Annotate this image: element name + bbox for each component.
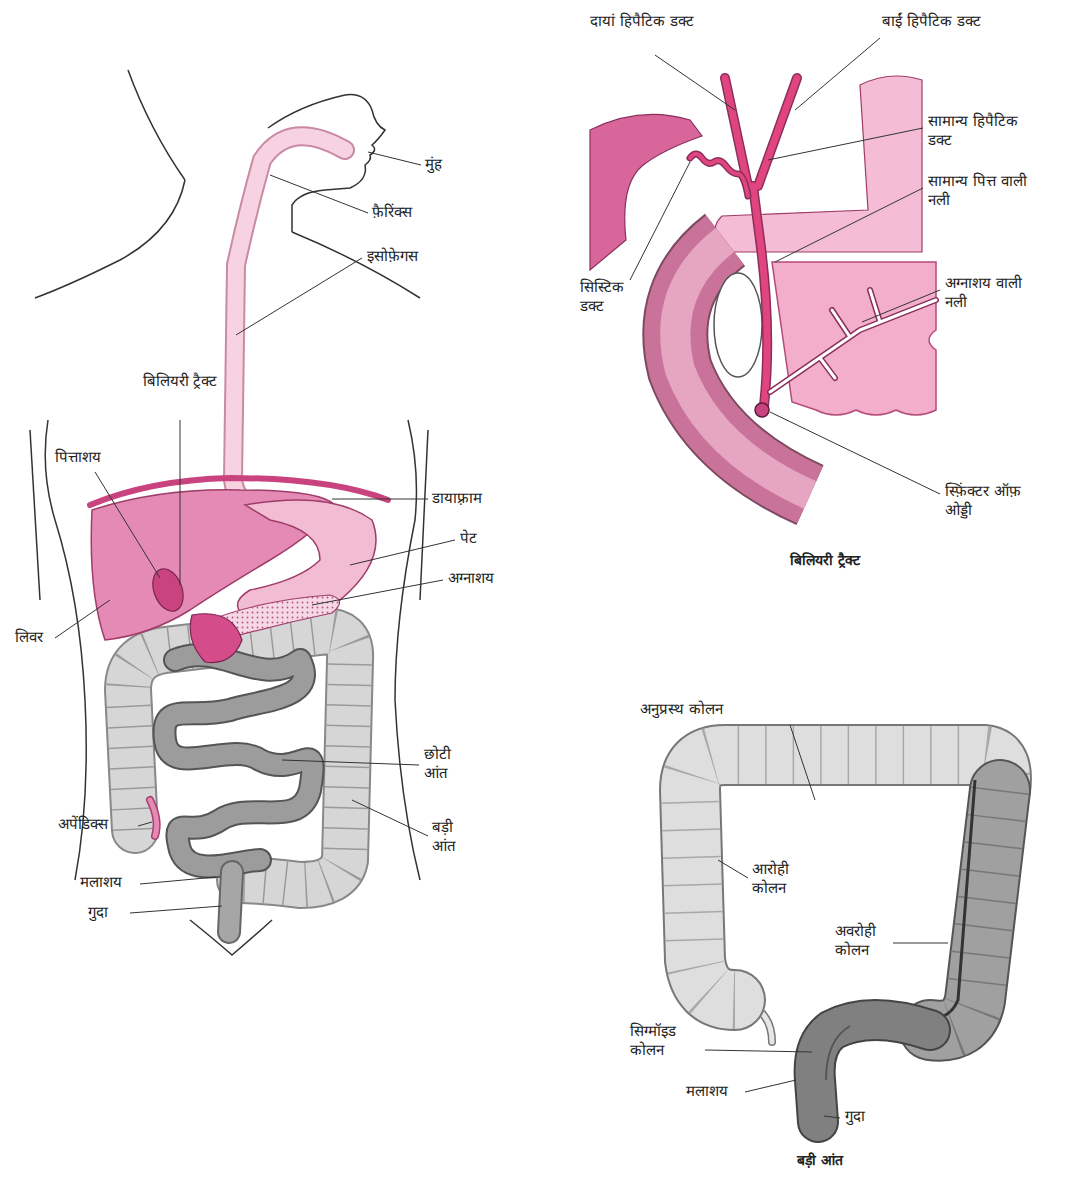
intestine-outline [164,655,312,866]
duodenum-opening [714,273,762,377]
bile-ducts [690,78,936,406]
large-intestine [690,755,1001,1122]
leader-line [270,175,368,213]
part-label: बाईं हिपैटिक डक्ट [882,12,994,31]
part-label: दायां हिपैटिक डक्ट [590,12,698,31]
leader-line [350,540,455,565]
leader-line [312,580,443,605]
leader-lines [55,38,948,1118]
appendix [150,800,157,836]
part-label: फ़ैरिंक्स [372,203,412,222]
leader-line [893,943,948,944]
part-label: इसोफ़ेगस [367,247,418,266]
hepatic-duct [725,78,797,406]
leader-line [718,860,748,878]
esophagus [233,136,345,512]
shoulder-line [292,232,420,298]
neck-line [128,70,185,180]
part-label: लिवर [15,628,43,647]
leader-line [790,725,815,800]
face-profile [268,95,385,232]
part-label: आरोही कोलन [752,860,810,898]
pancreatic-duct [770,290,936,392]
part-label: डायाफ़्राम [432,489,482,508]
part-label: बिलियरी ट्रैक्ट [138,372,222,391]
leader-line [282,760,419,765]
part-label: अनुप्रस्थ कोलन [640,700,723,719]
shoulder-line [35,180,185,298]
part-label: अपेंडिक्स [58,815,108,834]
leader-line [95,472,160,578]
leader-line [824,1116,840,1118]
diaphragm [90,478,388,505]
leader-line [332,499,428,500]
leader-line [775,188,923,262]
part-label: अग्नाशय वाली नली [945,274,1027,312]
part-label: गुदा [88,903,108,922]
leader-line [130,906,222,913]
part-label: मलाशय [686,1082,728,1101]
part-label: छोटी आंत [424,745,472,783]
leader-line [368,152,421,165]
hepatic-duct-outline [725,78,797,406]
part-label: बड़ी आंत [432,818,480,856]
leader-line [140,877,216,884]
torso-line [45,420,86,880]
biliary-tract [190,614,242,663]
rectum [229,872,232,932]
part-label: अग्नाशय [448,569,494,588]
cystic-duct-outline [690,154,748,196]
gallbladder [147,565,188,616]
large-intestine [128,632,350,885]
part-label: पेट [460,529,477,548]
leader-line [630,162,690,280]
part-label: पित्ताशय [55,448,101,467]
sigmoid-outline [815,1020,930,1122]
pancreas [772,262,936,415]
figure-caption: बिलियरी ट्रैक्ट [750,552,900,570]
rectum [229,872,232,932]
appendix [150,800,157,836]
leader-line [180,420,181,585]
leader-line [705,1050,812,1052]
part-label: मलाशय [80,873,122,892]
colon-haustra [128,632,350,885]
figure-caption: बड़ी आंत [760,1152,880,1170]
leader-line [768,128,923,160]
part-label: स्फ़िंक्टर ऑफ़ ओड्डी [945,482,1043,520]
intestine-fill [164,655,312,866]
leader-line [655,55,735,110]
colon-outline [128,632,350,885]
taenia-line [826,1026,850,1080]
pancreatic-duct-outline [770,290,936,392]
body-outline [30,70,428,955]
leader-line [862,290,940,322]
part-label: अवरोही कोलन [835,922,893,960]
leader-line [795,38,880,110]
sphincter [755,403,769,417]
part-label: सामान्य हिपैटिक डक्ट [928,112,1040,150]
esophagus [233,136,345,512]
part-label: गुदा [845,1107,865,1126]
part-label: सामान्य पित्त वाली नली [928,172,1040,210]
leader-line [138,822,152,826]
small-intestine [164,655,312,866]
part-label: सिग्मॉइड कोलन [630,1022,704,1060]
arm-line [420,430,428,600]
leader-line [236,258,362,335]
leader-line [352,800,428,836]
torso-line [395,420,420,880]
arm-line [30,430,40,600]
part-label: मुंह [425,155,442,174]
sigmoid-colon [815,1020,930,1122]
taenia-line [925,780,975,1020]
colon-fill [128,632,350,885]
leader-line [745,1080,796,1092]
leader-line [55,600,110,638]
part-label: सिस्टिक डक्ट [580,278,638,316]
leader-line [770,412,940,494]
cystic-duct [690,154,748,196]
